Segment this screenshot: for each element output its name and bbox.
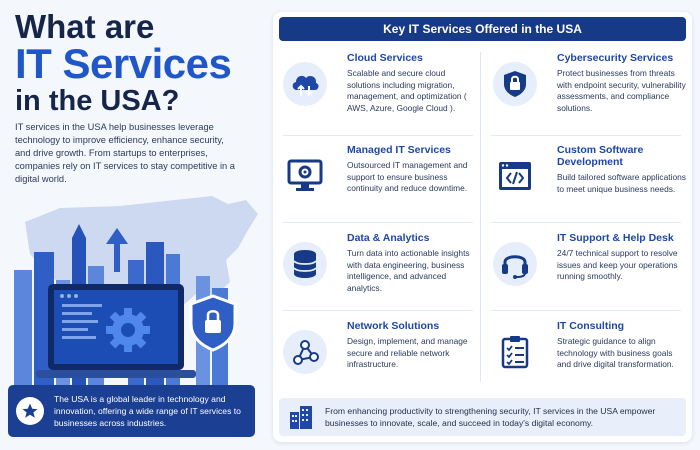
hero-title-line3: in the USA? [15, 85, 180, 117]
service-card-data-analytics: Data & Analytics Turn data into actionab… [273, 230, 473, 312]
hero-title-line1: What are [15, 8, 155, 45]
tech-illustration [14, 196, 258, 385]
usa-leader-banner: The USA is a global leader in technology… [8, 385, 255, 437]
service-title: Network Solutions [347, 320, 440, 332]
service-desc: Protect businesses from threats with end… [557, 68, 686, 113]
row-divider [491, 135, 681, 136]
services-panel: Key IT Services Offered in the USA Cloud… [273, 12, 692, 442]
row-divider [491, 310, 681, 311]
service-title: Cloud Services [347, 52, 423, 64]
upload-arrow-icon [106, 228, 128, 272]
service-desc: Strategic guidance to align technology w… [557, 336, 674, 369]
star-icon [16, 397, 44, 425]
shield-lock-icon [189, 294, 237, 352]
footer-text: From enhancing productivity to strengthe… [325, 406, 656, 428]
service-card-cloud: Cloud Services Scalable and secure cloud… [273, 50, 473, 132]
clipboard-check-icon [493, 330, 537, 374]
service-card-managed-it: Managed IT Services Outsourced IT manage… [273, 142, 473, 224]
panel-heading: Key IT Services Offered in the USA [279, 17, 686, 41]
service-card-network: Network Solutions Design, implement, and… [273, 318, 473, 400]
row-divider [283, 310, 473, 311]
database-icon [283, 242, 327, 286]
monitor-gear-icon [283, 154, 327, 198]
service-card-it-support: IT Support & Help Desk 24/7 technical su… [483, 230, 683, 312]
service-title: IT Support & Help Desk [557, 232, 674, 244]
column-divider [480, 52, 481, 382]
banner-text: The USA is a global leader in technology… [54, 394, 241, 428]
service-title: IT Consulting [557, 320, 625, 332]
service-desc: Turn data into actionable insights with … [347, 248, 470, 293]
row-divider [283, 135, 473, 136]
service-card-custom-software: Custom Software Development Build tailor… [483, 142, 686, 224]
gear-icon [106, 308, 150, 352]
service-title: Custom Software Development [557, 144, 644, 168]
service-desc: Design, implement, and manage secure and… [347, 336, 468, 369]
hero-intro: IT services in the USA help businesses l… [15, 122, 235, 184]
service-desc: Build tailored software applications to … [557, 172, 686, 194]
hero-section: What are IT Services in the USA? IT serv… [0, 0, 265, 450]
buildings-icon [287, 403, 315, 431]
service-desc: Scalable and secure cloud solutions incl… [347, 68, 467, 113]
row-divider [283, 222, 473, 223]
service-title: Data & Analytics [347, 232, 430, 244]
headset-icon [493, 242, 537, 286]
service-card-cybersecurity: Cybersecurity Services Protect businesse… [483, 50, 686, 132]
lock-icon [493, 62, 537, 106]
footer-statement: From enhancing productivity to strengthe… [279, 398, 686, 436]
service-card-it-consulting: IT Consulting Strategic guidance to alig… [483, 318, 683, 400]
code-window-icon [493, 154, 537, 198]
service-title: Managed IT Services [347, 144, 451, 156]
service-title: Cybersecurity Services [557, 52, 674, 64]
service-desc: Outsourced IT management and support to … [347, 160, 468, 193]
hero-title-line2: IT Services [15, 40, 232, 87]
cloud-icon [283, 62, 327, 106]
row-divider [491, 222, 681, 223]
service-desc: 24/7 technical support to resolve issues… [557, 248, 678, 281]
network-icon [283, 330, 327, 374]
